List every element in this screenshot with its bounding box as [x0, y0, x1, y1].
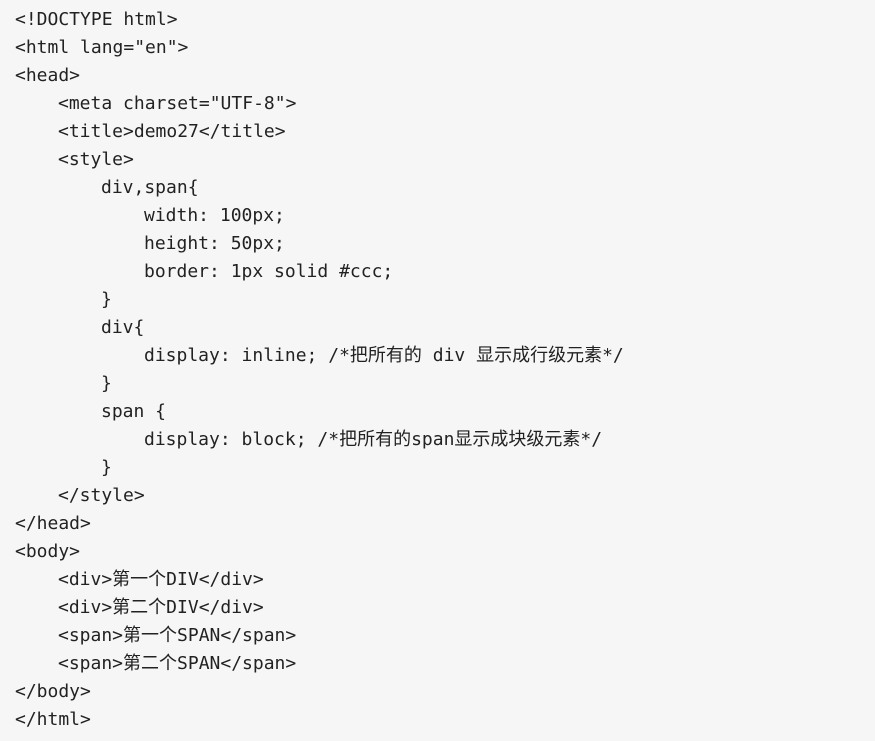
code-line: <span>第一个SPAN</span>	[58, 625, 297, 646]
code-line: span {	[101, 401, 167, 422]
code-line: div,span{	[101, 177, 199, 198]
code-line: <head>	[15, 65, 81, 86]
code-line: }	[101, 289, 112, 310]
code-line: <style>	[58, 149, 134, 170]
code-line: <!DOCTYPE html>	[15, 9, 178, 30]
code-line: <div>第一个DIV</div>	[58, 569, 264, 590]
code-line: <span>第二个SPAN</span>	[58, 653, 297, 674]
code-line: }	[101, 457, 112, 478]
code-line: <body>	[15, 541, 81, 562]
code-line: </style>	[58, 485, 145, 506]
code-line: width: 100px;	[144, 205, 285, 226]
code-line: </body>	[15, 681, 91, 702]
code-line: <html lang="en">	[15, 37, 189, 58]
code-line: <div>第二个DIV</div>	[58, 597, 264, 618]
code-line: </html>	[15, 709, 91, 730]
code-line: <title>demo27</title>	[58, 121, 286, 142]
code-line: </head>	[15, 513, 91, 534]
code-line: }	[101, 373, 112, 394]
code-line: div{	[101, 317, 145, 338]
code-line: display: inline; /*把所有的 div 显示成行级元素*/	[144, 345, 624, 366]
code-line: border: 1px solid #ccc;	[144, 261, 394, 282]
code-line: <meta charset="UTF-8">	[58, 93, 297, 114]
code-line: display: block; /*把所有的span显示成块级元素*/	[144, 429, 603, 450]
code-line: height: 50px;	[144, 233, 285, 254]
